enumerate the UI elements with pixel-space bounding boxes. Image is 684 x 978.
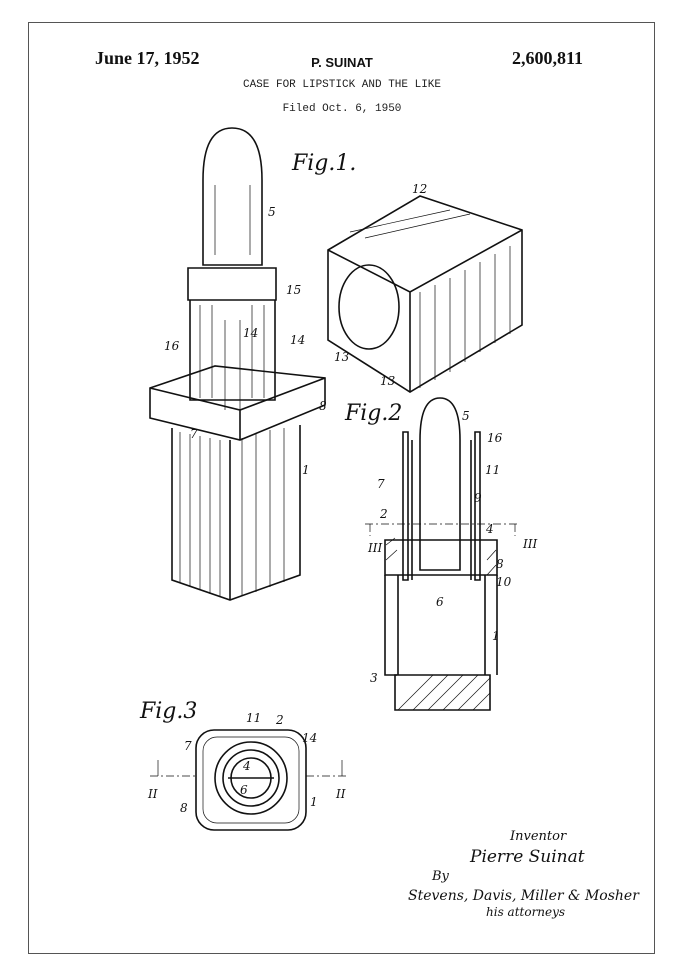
drawing-line: [214, 185, 251, 255]
reference-numeral: 4: [485, 522, 494, 536]
reference-numeral: 16: [487, 431, 503, 445]
reference-numeral: 14: [302, 731, 317, 745]
reference-numeral: 14: [243, 326, 258, 340]
attorneys-caption: his attorneys: [486, 905, 565, 919]
reference-numeral: 11: [485, 463, 500, 477]
figure-3: Fig.3 11 2 14 7 4 6 II II 8 1: [139, 699, 348, 831]
square-collar: [149, 365, 326, 441]
reference-numeral: 6: [240, 783, 248, 797]
attorneys-signature: Stevens, Davis, Miller & Mosher: [408, 888, 640, 904]
reference-numeral: 3: [370, 671, 378, 685]
by-text: By: [431, 869, 450, 884]
drawing-line: [349, 209, 511, 388]
drawing-line: [214, 741, 288, 815]
drawing-line: [149, 377, 326, 440]
reference-numeral: 4: [242, 759, 251, 773]
reference-numeral: 14: [290, 333, 305, 347]
reference-numeral: 7: [184, 739, 192, 753]
inventor-name: P. SUINAT: [311, 55, 373, 70]
reference-numeral: 7: [377, 477, 385, 491]
drawing-line: [385, 537, 497, 576]
inventor-signature: Pierre Suinat: [469, 847, 585, 867]
reference-numeral: 1: [492, 629, 500, 643]
drawing-line: [327, 229, 523, 392]
fig1-label: Fig.1.: [291, 151, 356, 176]
drawing-line: [157, 760, 343, 776]
reference-numeral: 12: [412, 182, 427, 196]
reference-numeral: 2: [379, 507, 388, 521]
reference-numeral: 9: [474, 491, 482, 505]
reference-numeral: 16: [164, 339, 180, 353]
drawing-line: [202, 736, 300, 824]
drawing-line: [397, 575, 486, 675]
signature-block: Inventor Pierre Suinat By Stevens, Davis…: [408, 829, 640, 919]
reference-numeral: 1: [310, 795, 318, 809]
lipstick-cap: [327, 195, 523, 393]
lipstick-ring: [187, 267, 277, 301]
reference-numeral: 15: [286, 283, 301, 297]
drawing-line: [179, 428, 285, 597]
reference-numeral: 8: [319, 399, 327, 413]
fig2-label: Fig.2: [344, 401, 402, 426]
lipstick-tube: [189, 300, 276, 401]
reference-numeral: 5: [268, 205, 276, 219]
reference-numeral: 13: [380, 374, 396, 388]
drawing-line: [365, 523, 520, 536]
drawing-line: [199, 305, 265, 410]
drawing-line: [338, 264, 400, 350]
filed-date: Filed Oct. 6, 1950: [282, 103, 402, 115]
reference-numeral: 1: [302, 463, 310, 477]
drawing-line: [384, 575, 498, 676]
reference-numeral: II: [147, 787, 158, 801]
reference-numeral: 10: [496, 575, 512, 589]
drawing-line: [397, 674, 491, 711]
reference-numeral: III: [522, 537, 537, 551]
reference-numeral: II: [335, 787, 346, 801]
square-base-top: [195, 729, 307, 831]
reference-numeral: III: [367, 541, 382, 555]
reference-numeral: 5: [462, 409, 470, 423]
reference-numeral: 7: [190, 427, 198, 441]
reference-numeral: 6: [436, 595, 444, 609]
drawing-line: [402, 431, 481, 581]
reference-numeral: 8: [180, 801, 188, 815]
drawing-line: [394, 674, 491, 711]
drawing-line: [411, 440, 472, 580]
lipstick-bullet: [202, 127, 263, 266]
inventor-caption: Inventor: [509, 829, 567, 844]
patent-number: 2,600,811: [512, 48, 584, 68]
patent-title: CASE FOR LIPSTICK AND THE LIKE: [242, 79, 442, 91]
patent-date: June 17, 1952: [95, 48, 200, 68]
reference-numeral: 13: [334, 350, 350, 364]
reference-numeral: 2: [275, 713, 284, 727]
figure-2: Fig.2 5 16 11 7 9 2 4 III III 8 10 6 1 3: [344, 397, 537, 711]
figure-1: Fig.1. 5 15 16 14 14 7 8 1 12 13 13: [149, 127, 523, 601]
fig3-label: Fig.3: [139, 699, 197, 724]
drawing-line: [222, 749, 280, 807]
reference-numeral: 8: [496, 557, 504, 571]
lipstick-base: [171, 425, 301, 601]
page-border: [28, 22, 655, 954]
reference-numeral: 11: [246, 711, 261, 725]
section-bullet: [419, 397, 461, 571]
